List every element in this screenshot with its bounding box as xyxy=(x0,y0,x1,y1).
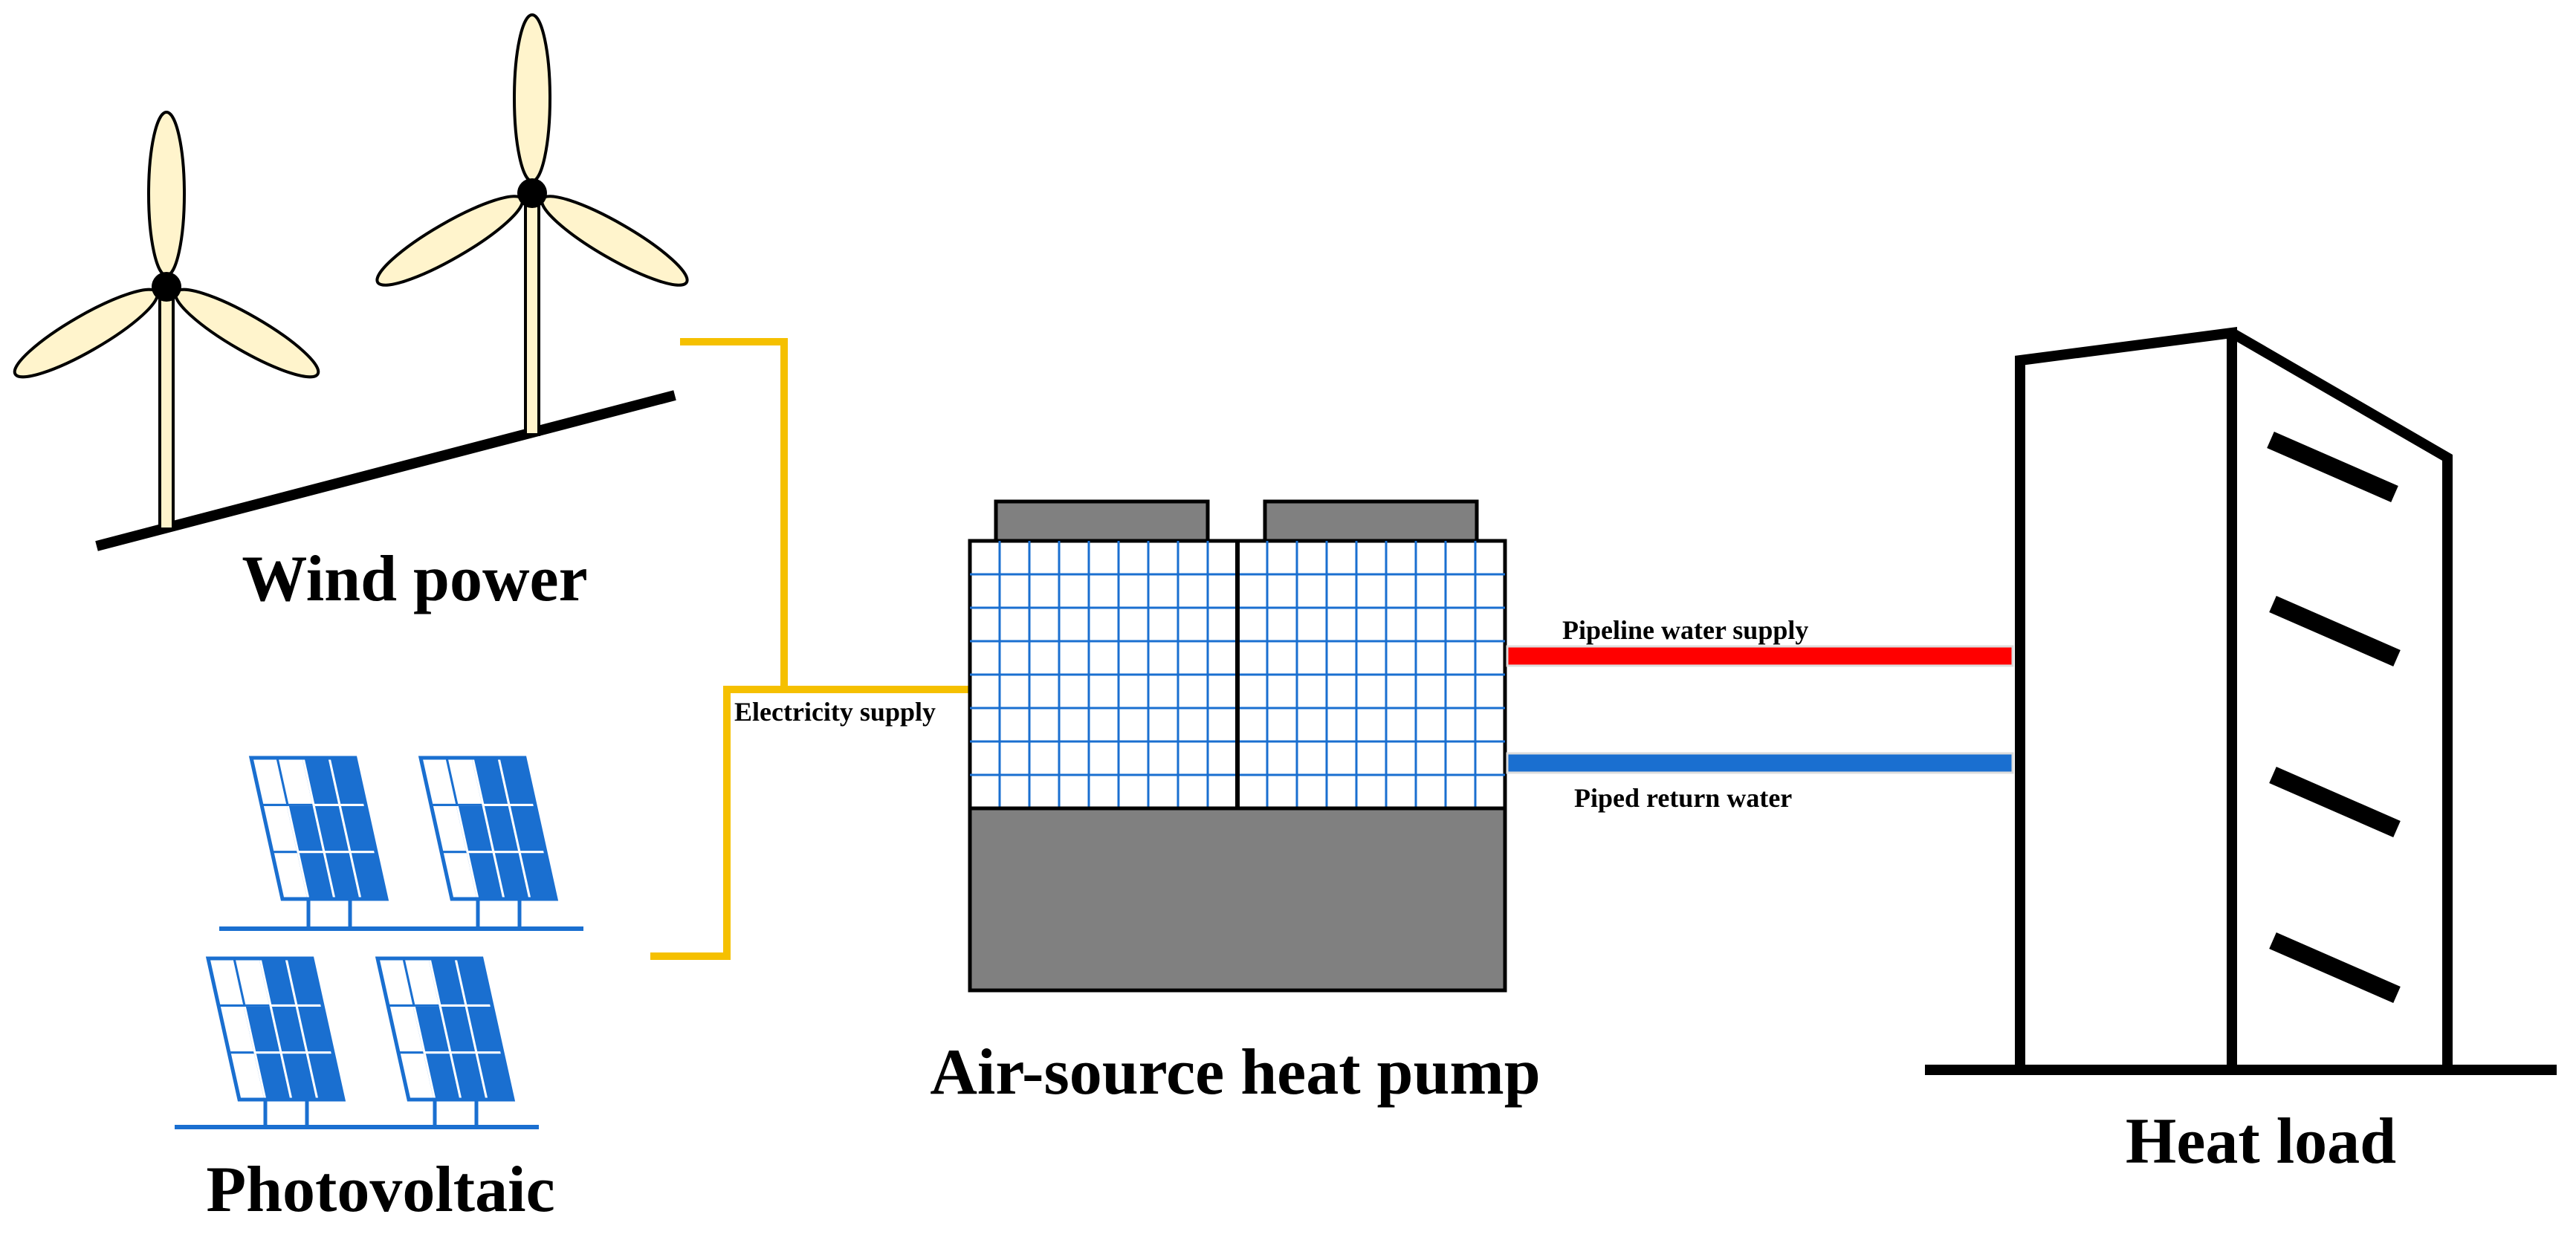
solar-panel-icon xyxy=(375,956,516,1129)
solar-panel-icon xyxy=(248,756,389,929)
building-icon xyxy=(1925,327,2557,1075)
solar-panel-icon xyxy=(418,756,559,929)
heat-pump-icon xyxy=(968,499,1507,993)
pipeline-supply-label: Pipeline water supply xyxy=(1562,615,1808,645)
wind-power-label: Wind power xyxy=(242,543,587,615)
return-pipe xyxy=(1506,752,2014,774)
wind-power-group: Wind power xyxy=(13,13,689,615)
heat-load-label: Heat load xyxy=(2126,1106,2396,1178)
heat-pump-label: Air-source heat pump xyxy=(930,1036,1540,1108)
wind-turbine-icon xyxy=(13,111,320,530)
photovoltaic-label: Photovoltaic xyxy=(206,1154,554,1226)
supply-pipe xyxy=(1506,645,2014,667)
hill-slope xyxy=(95,390,676,551)
electricity-line xyxy=(650,338,970,960)
piped-return-label: Piped return water xyxy=(1574,783,1792,813)
wind-turbine-icon xyxy=(375,13,689,436)
electricity-supply-label: Electricity supply xyxy=(734,697,936,727)
solar-panel-icon xyxy=(205,956,346,1129)
photovoltaic-group: Photovoltaic xyxy=(175,756,583,1226)
